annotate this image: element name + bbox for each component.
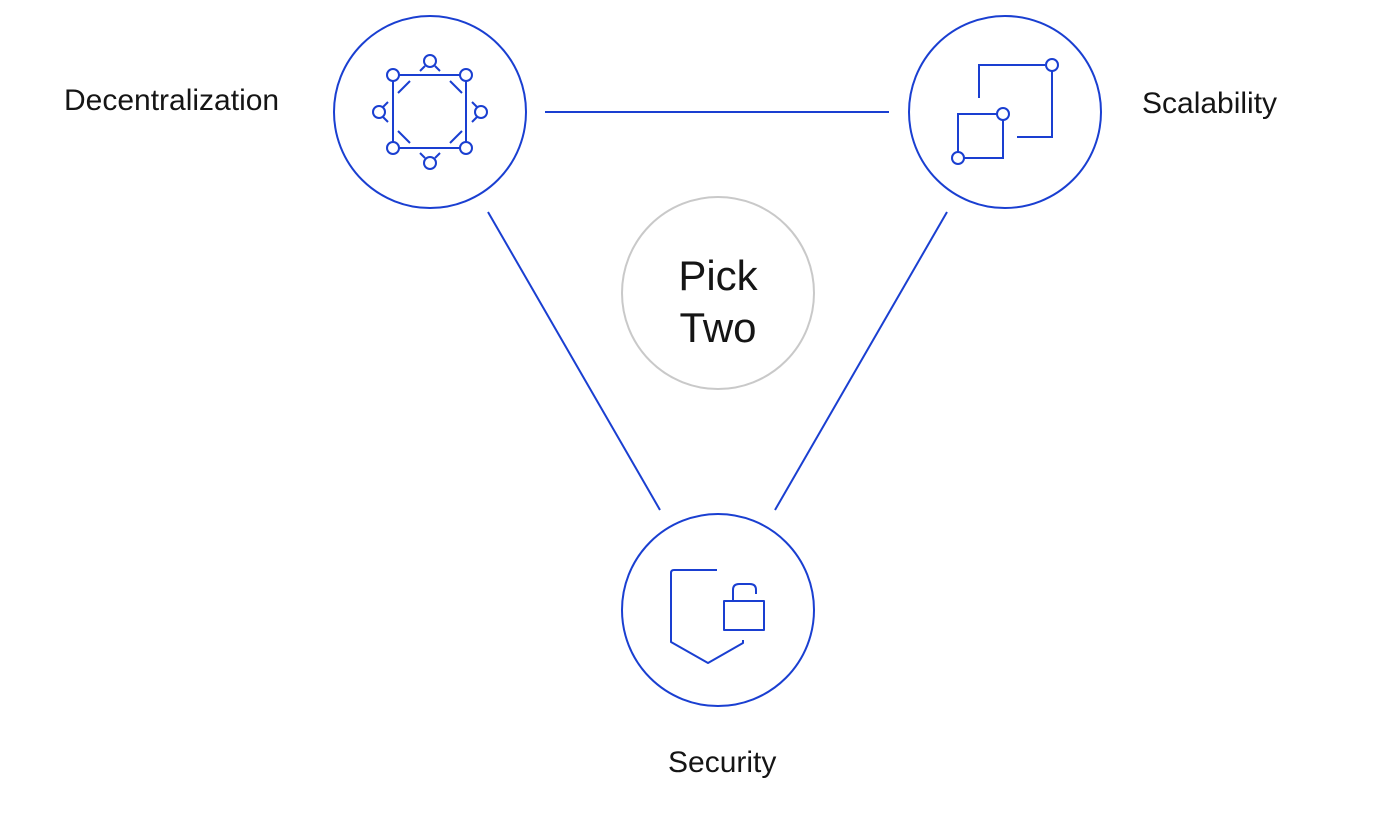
connector-scalability-security [774,211,948,511]
label-decentralization: Decentralization [64,84,280,117]
node-ring-scalability [908,15,1102,209]
label-scalability: Scalability [1142,87,1278,120]
node-decentralization [333,15,527,209]
center-label: Pick Two [618,250,818,354]
center-label-line-1: Pick [678,252,758,299]
node-ring-decentralization [333,15,527,209]
node-scalability [908,15,1102,209]
shield-lock-icon [670,569,765,664]
network-nodes-icon [372,54,488,170]
expand-squares-icon [951,58,1059,165]
center-label-line-2: Two [679,304,757,351]
node-security [621,513,815,707]
node-ring-security [621,513,815,707]
connector-decentralization-security [487,211,661,511]
label-security: Security [668,746,777,779]
center-ring [621,196,815,390]
